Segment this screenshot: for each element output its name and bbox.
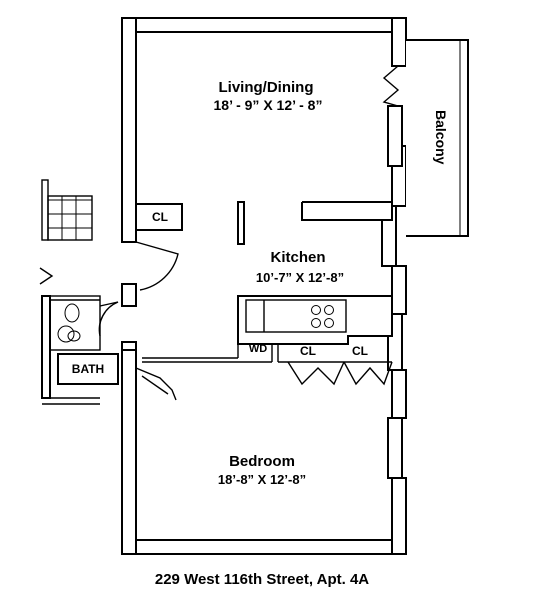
interior-walls bbox=[135, 201, 393, 386]
bath-label: BATH bbox=[72, 362, 104, 376]
bedroom-label: Bedroom bbox=[229, 453, 295, 470]
bedroom-dims: 18’-8” X 12’-8” bbox=[218, 472, 306, 487]
balcony: Balcony bbox=[406, 39, 469, 237]
address-caption: 229 West 116th Street, Apt. 4A bbox=[155, 571, 369, 588]
kitchen-dims: 10’-7” X 12’-8” bbox=[256, 270, 344, 285]
living-dining-label: Living/Dining bbox=[219, 79, 314, 96]
exterior-walls bbox=[121, 17, 407, 555]
washer-dryer-label: WD bbox=[249, 343, 267, 355]
balcony-label: Balcony bbox=[433, 110, 449, 165]
closet-hall-1-label: CL bbox=[300, 344, 316, 358]
closet-entry-label: CL bbox=[152, 210, 168, 224]
closet-hall-2-label: CL bbox=[352, 344, 368, 358]
stove-burners bbox=[311, 305, 334, 328]
balcony-door bbox=[382, 65, 400, 107]
kitchen-label: Kitchen bbox=[270, 249, 325, 266]
living-dining-dims: 18’ - 9” X 12’ - 8” bbox=[214, 97, 323, 113]
entry-area bbox=[39, 179, 179, 405]
